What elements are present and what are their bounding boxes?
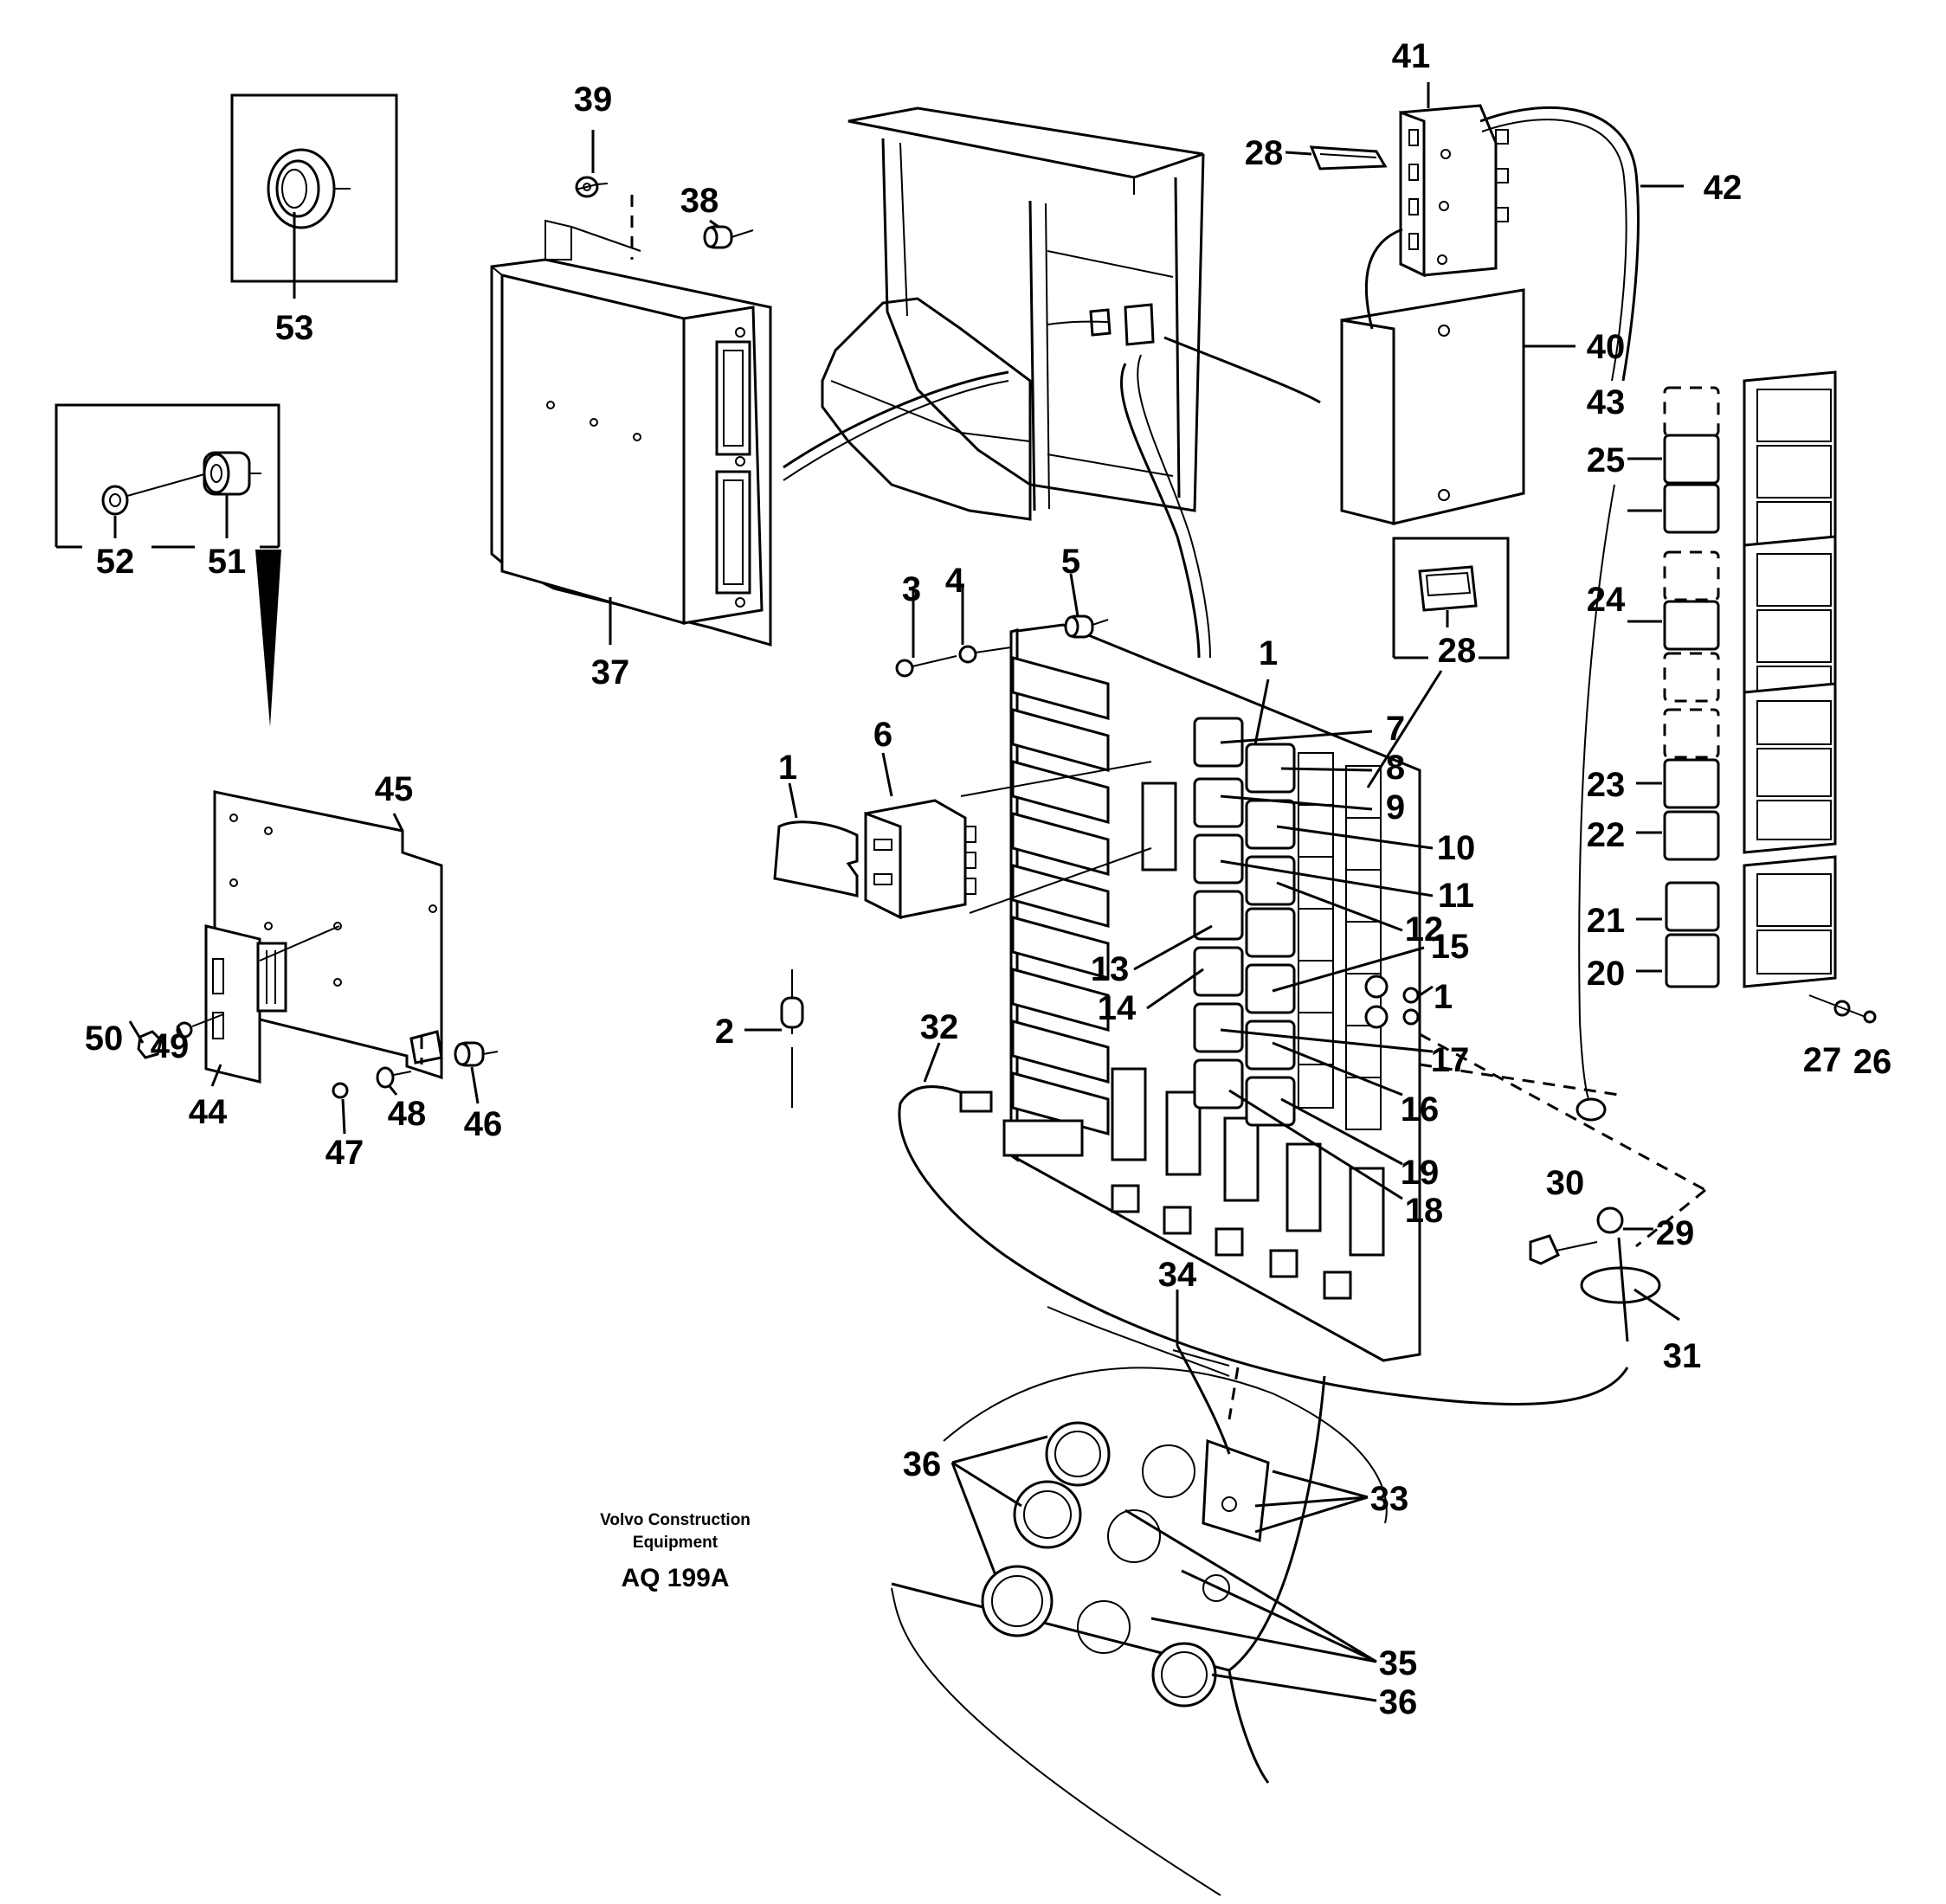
caption-company-line1: Volvo Construction <box>600 1511 751 1529</box>
callout-7: 7 <box>1386 710 1405 748</box>
plate-assembly-44-45 <box>204 790 443 1084</box>
callout-6: 6 <box>873 716 892 754</box>
callout-15: 15 <box>1431 928 1470 966</box>
callout-30: 30 <box>1546 1164 1585 1202</box>
callout-51: 51 <box>208 543 247 581</box>
callout-20: 20 <box>1587 955 1626 993</box>
relay-holder-40-41 <box>1285 82 1684 525</box>
callout-24: 24 <box>1587 581 1626 619</box>
callout-8: 8 <box>1386 749 1405 787</box>
callout-35: 35 <box>1379 1644 1418 1682</box>
callout-32: 32 <box>920 1008 959 1046</box>
callout-40: 40 <box>1587 328 1626 366</box>
callout-19: 19 <box>1401 1154 1440 1192</box>
callout-33: 33 <box>1370 1480 1409 1518</box>
inset-part-53 <box>230 93 398 299</box>
callout-9: 9 <box>1386 788 1405 827</box>
callout-26: 26 <box>1853 1043 1892 1081</box>
callout-13: 13 <box>1091 950 1130 988</box>
ground-parts-29-31 <box>1529 1206 1680 1342</box>
relay-stacks-20-25-43 <box>1575 370 1877 1122</box>
callout-5: 5 <box>1061 543 1080 581</box>
main-circuit-board <box>1002 623 1706 1362</box>
callout-36-left: 36 <box>903 1445 942 1483</box>
callout-29: 29 <box>1656 1214 1695 1252</box>
caption-company-line2: Equipment <box>633 1534 718 1552</box>
board-leader-lines <box>1133 670 1443 1200</box>
callout-1-clip: 1 <box>778 749 797 787</box>
callout-34: 34 <box>1158 1256 1197 1294</box>
callout-4: 4 <box>945 562 965 600</box>
callout-50: 50 <box>85 1020 124 1058</box>
callout-17: 17 <box>1431 1041 1470 1079</box>
callout-31: 31 <box>1663 1337 1702 1375</box>
callout-37: 37 <box>591 653 630 691</box>
callout-2: 2 <box>715 1013 734 1051</box>
callout-1-right: 1 <box>1434 978 1453 1016</box>
callout-45: 45 <box>375 770 414 808</box>
callout-16: 16 <box>1401 1090 1440 1129</box>
callout-11: 11 <box>1438 877 1474 915</box>
leaders-44-50 <box>128 1020 480 1135</box>
callout-28: 28 <box>1245 134 1284 172</box>
callout-3: 3 <box>902 570 921 608</box>
cab-illustration <box>783 106 1321 659</box>
callout-28-inset: 28 <box>1438 632 1477 670</box>
callout-10: 10 <box>1437 829 1476 867</box>
callout-21: 21 <box>1587 902 1626 940</box>
callout-14: 14 <box>1098 989 1137 1027</box>
callout-46: 46 <box>464 1105 503 1143</box>
hardware-46-50 <box>137 1013 499 1099</box>
clip-relay-diode <box>744 752 1152 1108</box>
callout-1-top: 1 <box>1259 634 1278 672</box>
wire-32 <box>898 1042 1629 1405</box>
fixings-3-5 <box>895 573 1109 678</box>
callout-25: 25 <box>1587 441 1626 479</box>
callout-18: 18 <box>1405 1192 1444 1230</box>
inset-parts-51-52 <box>55 403 281 727</box>
callout-12: 12 <box>1405 910 1444 949</box>
callout-39: 39 <box>574 80 613 119</box>
callout-38: 38 <box>680 182 719 220</box>
callout-41: 41 <box>1392 37 1431 75</box>
callout-23: 23 <box>1587 766 1626 804</box>
caption-code: AQ 199A <box>621 1564 729 1592</box>
callout-43: 43 <box>1587 383 1626 421</box>
hardware-38-39 <box>575 130 754 260</box>
floor-grommets <box>891 1290 1388 1896</box>
callout-53: 53 <box>275 309 314 347</box>
inset-part-28 <box>1392 537 1510 659</box>
callout-52: 52 <box>96 543 135 581</box>
callout-49: 49 <box>151 1027 190 1065</box>
callout-42: 42 <box>1704 169 1743 207</box>
callout-22: 22 <box>1587 816 1626 854</box>
callout-36-right: 36 <box>1379 1683 1418 1721</box>
callout-48: 48 <box>388 1095 427 1133</box>
caption-block: Volvo Construction Equipment AQ 199A <box>600 1511 751 1592</box>
control-unit-37 <box>490 219 772 646</box>
callout-47: 47 <box>325 1134 364 1172</box>
callout-labels: 41 28 42 40 43 25 24 23 22 21 20 27 26 2… <box>85 37 1892 1721</box>
callout-44: 44 <box>189 1093 228 1131</box>
callout-27: 27 <box>1803 1041 1842 1079</box>
